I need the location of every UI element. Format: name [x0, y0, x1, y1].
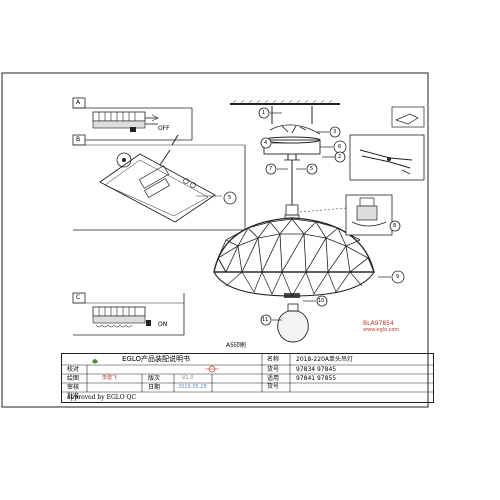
- draw-label: 绘图: [67, 375, 80, 382]
- panel-b-label: B: [76, 136, 81, 143]
- callout-5-circle: [306, 163, 318, 175]
- callout-4-circle: [260, 137, 272, 149]
- version-label: 版次: [148, 375, 161, 382]
- number-value: 97834 97845: [296, 366, 337, 373]
- website: www.eglo.com: [363, 327, 400, 333]
- paper-size-label: A5印刷: [226, 342, 246, 349]
- callout-9-circle: [391, 270, 405, 284]
- callout-1: 1: [262, 110, 266, 116]
- callout-10-circle: [316, 295, 328, 307]
- panel-c-label: C: [76, 294, 81, 301]
- callout-9: 9: [396, 274, 400, 280]
- check-label: 校对: [67, 366, 80, 373]
- geodesic-shade-drawing: [213, 217, 375, 298]
- callout-3-circle: [329, 126, 341, 138]
- callout-8: 8: [393, 223, 397, 229]
- approval-footer: approved by EGLO QC: [67, 394, 137, 401]
- title-block-grid: [62, 354, 433, 393]
- callout-6: 6: [338, 144, 342, 150]
- version-value: V1.0: [182, 375, 194, 381]
- panel-a-drawing: [72, 97, 193, 141]
- callout-8-circle: [389, 220, 401, 232]
- callout-10: 10: [318, 298, 325, 304]
- name-label: 名称: [267, 356, 280, 363]
- callout-5b: 5: [228, 195, 232, 201]
- brand-title: EGLO产品装配说明书: [122, 355, 191, 363]
- bulb-drawing: [277, 303, 309, 343]
- model-code: BLA97854: [363, 320, 394, 327]
- name-value: 2018-220A单头吊灯: [296, 356, 353, 363]
- callout-2: 2: [338, 154, 342, 160]
- callout-11: 11: [262, 317, 269, 323]
- approve-label: 批准: [67, 393, 80, 400]
- on-label: ON: [158, 321, 168, 328]
- panel-c-drawing: [72, 292, 185, 336]
- ceiling-mount-drawing: [230, 99, 340, 228]
- callout-3: 3: [333, 129, 337, 135]
- callout-1-circle: [258, 107, 270, 119]
- hand-pointer-drawing: [391, 106, 425, 128]
- callout-5: 5: [310, 166, 314, 172]
- socket-detail-drawing: [299, 194, 393, 236]
- applies-label: 适用: [267, 375, 280, 382]
- panel-b-drawing: [72, 134, 246, 231]
- number-label: 货号: [267, 366, 280, 373]
- date-value: 2019.05.28: [178, 384, 207, 390]
- callout-7-circle: [265, 163, 277, 175]
- applies-value: 97841 97855: [296, 375, 337, 382]
- sheet-frame: [1, 72, 429, 408]
- callout-11-circle: [260, 314, 272, 326]
- title-block-table: EGLO产品装配说明书 校对 绘图 李建飞 审核 批准 版次 V1.0 日期 2…: [61, 353, 434, 403]
- off-label: OFF: [158, 125, 170, 132]
- review-label: 审核: [67, 384, 80, 391]
- date-label: 日期: [148, 384, 161, 391]
- panel-a-label: A: [76, 99, 81, 106]
- pliers-detail-drawing: [349, 134, 425, 181]
- callout-4: 4: [264, 140, 268, 146]
- draw-value: 李建飞: [102, 375, 118, 381]
- callout-7: 7: [269, 166, 273, 172]
- applies-label-2: 货号: [267, 383, 280, 390]
